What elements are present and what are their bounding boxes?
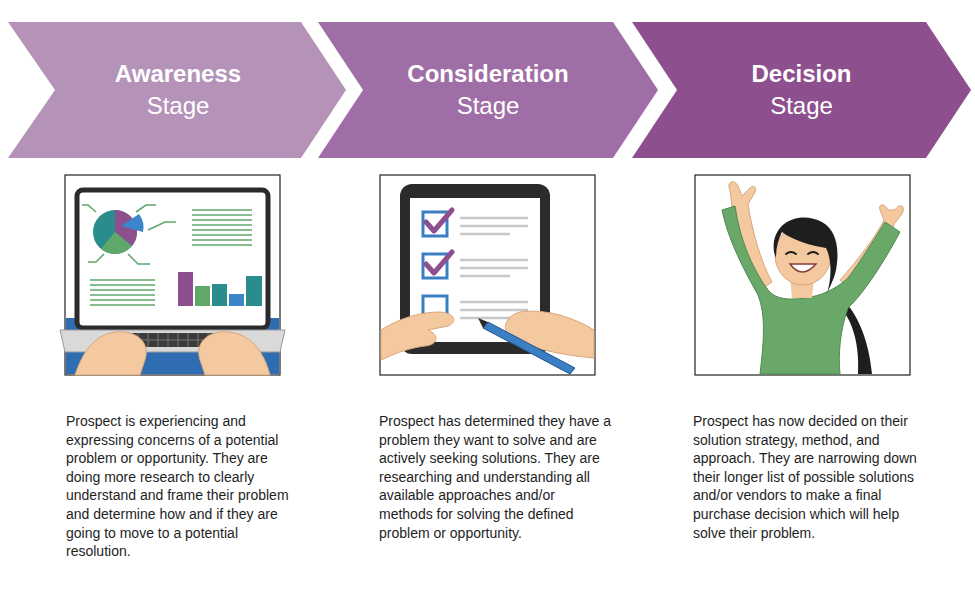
celebration-illustration-part: [774, 217, 838, 296]
laptop-illustration-part-part: [90, 284, 155, 286]
chevron-shape: [632, 22, 971, 158]
stage-heading: Decision: [751, 58, 851, 90]
laptop-illustration-part: [195, 286, 210, 306]
checklist-illustration-part: [478, 318, 488, 328]
laptop-illustration-part-part: [192, 224, 252, 226]
chevron-shape: [8, 22, 346, 158]
checklist-illustration-part-part: [460, 233, 510, 236]
laptop-illustration-part-part: [192, 244, 252, 246]
celebration-illustration-part: [786, 252, 796, 254]
laptop-illustration-part: [90, 210, 252, 305]
checklist-illustration-part-part: [460, 259, 528, 262]
laptop-illustration-part-part: [90, 289, 155, 291]
checklist-illustration-part: [380, 175, 595, 375]
checklist-illustration-part: [426, 210, 452, 231]
celebration-illustration-part: [790, 264, 816, 272]
laptop-illustration-part-part: [90, 294, 155, 296]
laptop-illustration-part: [178, 272, 193, 306]
checklist-illustration-part-part: [460, 225, 528, 228]
celebration-illustration-part: [722, 206, 900, 374]
stage-description: Prospect has determined they have a prob…: [379, 412, 611, 542]
stage-subheading: Stage: [770, 90, 833, 122]
laptop-illustration-part-part: [148, 222, 176, 230]
checklist-illustration-part: [460, 218, 528, 318]
chevron-text-area: DecisionStage: [632, 22, 971, 158]
laptop-illustration-part: [82, 205, 176, 264]
chevron-shape: [318, 22, 658, 158]
checklist-illustration-part: [483, 322, 575, 374]
checklist-illustration-part: [426, 252, 452, 273]
stage-chevron: AwarenessStage: [8, 22, 346, 158]
laptop-illustration-part: [199, 332, 270, 375]
laptop-illustration-part-part: [128, 254, 150, 264]
laptop-illustration: [60, 175, 285, 375]
chevron-text-area: ConsiderationStage: [318, 22, 658, 158]
stage-description: Prospect is experiencing and expressing …: [66, 412, 298, 561]
laptop-illustration-part-part: [192, 214, 252, 216]
stage-heading: Awareness: [115, 58, 241, 90]
stage-chevron: DecisionStage: [632, 22, 971, 158]
laptop-illustration-part-part: [192, 234, 252, 236]
stage-subheading: Stage: [147, 90, 210, 122]
stage-subheading: Stage: [457, 90, 520, 122]
checklist-illustration-part-part: [460, 275, 510, 278]
laptop-illustration-part-part: [192, 219, 252, 221]
laptop-illustration-part-part: [82, 205, 96, 212]
laptop-illustration-part-part: [90, 304, 155, 306]
checklist-illustration: [380, 175, 595, 375]
laptop-illustration-part: [93, 210, 137, 254]
laptop-illustration-part: [246, 276, 262, 306]
laptop-illustration-part: [75, 332, 146, 375]
laptop-illustration-part-part: [136, 205, 156, 212]
laptop-illustration-part-part: [90, 299, 155, 301]
checklist-illustration-part: [381, 312, 454, 360]
laptop-illustration-part-part: [192, 209, 252, 211]
laptop-illustration-part: [212, 284, 227, 306]
laptop-illustration-part: [121, 214, 144, 232]
stage-chevron: ConsiderationStage: [318, 22, 658, 158]
chevron-text-area: AwarenessStage: [8, 22, 346, 158]
celebration-illustration: [695, 175, 910, 375]
checklist-illustration-part-part: [460, 267, 528, 270]
checklist-illustration-part-part: [460, 317, 510, 320]
chevron-fill: [632, 22, 971, 158]
laptop-illustration-part-part: [192, 229, 252, 231]
stage-heading: Consideration: [407, 58, 568, 90]
checklist-illustration-part-part: [460, 309, 528, 312]
laptop-illustration-part: [229, 294, 244, 306]
chevron-fill: [8, 22, 346, 158]
checklist-illustration-part-part: [460, 301, 528, 304]
celebration-illustration-part: [695, 175, 910, 375]
chevron-fill: [318, 22, 658, 158]
stage-description: Prospect has now decided on their soluti…: [693, 412, 925, 542]
celebration-illustration-part: [808, 252, 818, 254]
laptop-illustration-part: [101, 232, 132, 254]
laptop-illustration-part-part: [88, 254, 104, 262]
checklist-illustration-part-part: [460, 217, 528, 220]
laptop-illustration-part: [65, 175, 280, 375]
laptop-illustration-part-part: [192, 239, 252, 241]
laptop-illustration-part-part: [90, 279, 155, 281]
laptop-illustration-part: [77, 190, 268, 328]
checklist-illustration-part: [505, 311, 594, 358]
